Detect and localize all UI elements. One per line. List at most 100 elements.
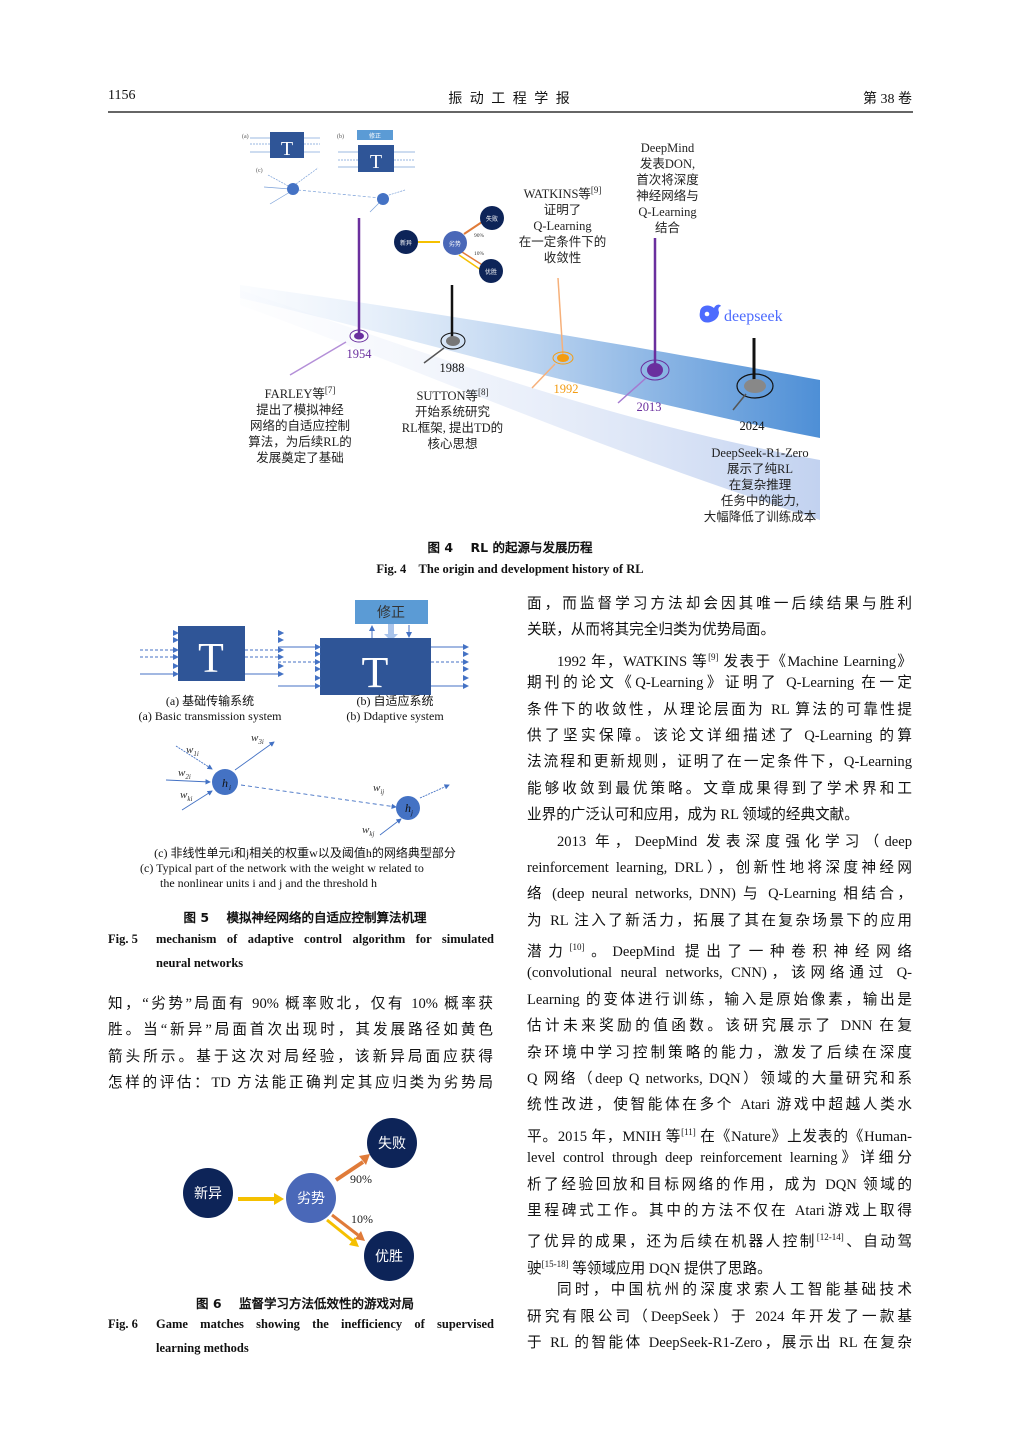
text-line: 杂环境中学习控制策略的能力，激发了后续在深度 (527, 1044, 912, 1061)
thumb-fig5: (a) T (b) 修正 T (c) (242, 130, 415, 213)
thumb-node-hi (287, 183, 299, 195)
fig6-caption-en-1: Game matches showing the inefficiency of… (156, 1317, 494, 1331)
label-w2i: w2i (178, 767, 191, 781)
fig5-caption-en-1: mechanism of adaptive control algorithm … (156, 932, 494, 946)
fig5-caption-cn: 图 5 模拟神经网络的自适应控制算法机理 (183, 910, 427, 925)
text-line: 业界的广泛认可和应用，成为 RL 领域的经典文献。 (527, 807, 859, 824)
label-wij: wij (373, 782, 384, 796)
svg-text:新异: 新异 (400, 239, 412, 247)
dot-1988 (446, 336, 460, 346)
ring-1988 (440, 332, 466, 350)
svg-text:90%: 90% (474, 233, 485, 239)
fig5b-adaptive-system: 修正 T (278, 600, 469, 697)
block-T-b (320, 638, 431, 695)
text-line: 估计未来奖励的值函数。该研究展示了 DNN 在复 (527, 1018, 912, 1035)
text-line: level control through deep reinforcement… (527, 1150, 912, 1167)
label-wkj: wkj (362, 824, 374, 838)
svg-text:修正: 修正 (369, 132, 381, 140)
node-lose (367, 1118, 417, 1168)
thumb-node-inferior (443, 231, 467, 255)
svg-text:h: h (405, 801, 411, 815)
fig6-caption-cn: 图 6 监督学习方法低效性的游戏对局 (196, 1296, 414, 1311)
ring-1992 (552, 351, 574, 365)
text-line: 潜力[10]。DeepMind 提出了一种卷积神经网络 (527, 942, 912, 960)
header-rule (108, 111, 913, 113)
thumb-node-win (479, 259, 503, 283)
arrow-inferior-lose (334, 1160, 365, 1182)
pointer-2013 (617, 377, 647, 404)
svg-text:修正: 修正 (377, 605, 405, 621)
pointer-1988 (423, 347, 445, 364)
fig6-caption-en-label: Fig. 6 (108, 1317, 138, 1331)
ring-2013 (640, 359, 670, 381)
thumb-node-hj (377, 193, 389, 205)
text-line: 统性改进，使智能体在多个 Atari 游戏中超越人类水 (527, 1097, 912, 1114)
whale-icon (699, 304, 721, 323)
fig5a-basic-system: T (140, 626, 284, 682)
text-line: 期刊的论文《Q-Learning》证明了 Q-Learning 在一定 (527, 675, 912, 692)
svg-text:i: i (229, 784, 231, 792)
svg-text:劣势: 劣势 (297, 1191, 325, 1207)
text-line: 面，而监督学习方法却会因其唯一后续结果与胜利 (527, 596, 912, 612)
node-hi (212, 769, 238, 795)
thumb-label-a: (a) (242, 133, 249, 140)
svg-text:h: h (222, 776, 228, 790)
deepseek-logo: deepseek (699, 304, 783, 325)
svg-text:优胜: 优胜 (485, 268, 497, 276)
label-w1i: w1i (186, 744, 199, 758)
year-2024: 2024 (740, 419, 766, 433)
svg-text:j: j (410, 809, 413, 817)
text-line: 平。2015 年，MNIH 等[11] 在《Nature》上发表的《Human- (527, 1126, 912, 1145)
fig4-caption-en: Fig. 4 The origin and development histor… (376, 562, 644, 576)
text-line: 关联，从而将其完全归类为优势局面。 (527, 622, 776, 639)
dot-2013 (647, 363, 663, 377)
thumb-label-c: (c) (256, 167, 263, 174)
svg-text:劣势: 劣势 (449, 240, 461, 248)
journal-title: 振 动 工 程 学 报 (448, 92, 572, 107)
node-hj (396, 796, 420, 820)
arrow-inferior-win-yellow (326, 1218, 354, 1243)
ring-2024 (736, 373, 774, 399)
timeline-band-upper (240, 285, 820, 438)
year-1988: 1988 (440, 361, 465, 375)
dot-1992 (557, 354, 569, 362)
svg-text:T: T (198, 636, 224, 682)
pointer-1954 (289, 341, 347, 376)
text-line: (convolutional neural networks, CNN)，该网络… (527, 965, 912, 982)
text-line: 里程碑式工作。其中的方法不仅在 Atari游戏上取得 (527, 1202, 912, 1219)
ring-1954 (349, 329, 369, 343)
fig5-diagram: T 修正 T (140, 600, 469, 838)
text-line: 为 RL 注入了新活力，拓展了其在复杂场景下的应用 (527, 912, 912, 929)
svg-text:deepseek: deepseek (724, 308, 783, 325)
thumb-block-b (358, 145, 394, 172)
arrow-inferior-win-orange (331, 1213, 359, 1237)
node-win (364, 1231, 414, 1281)
node-inferior (286, 1173, 336, 1223)
text-line: 析了经验回放和目标网络的作用，成为 DQN 领域的 (527, 1176, 912, 1193)
text-line: 于 RL 的智能体 DeepSeek-R1-Zero，展示出 RL 在复杂 (527, 1334, 912, 1351)
thumb-node-lose (480, 206, 504, 230)
svg-text:失败: 失败 (378, 1136, 406, 1152)
fig6-caption-en-2: learning methods (156, 1341, 249, 1355)
fig4-timeline: (a) T (b) 修正 T (c) 新异 劣势 失败 优胜 90 (240, 130, 820, 520)
dot-1954 (354, 332, 364, 340)
text-line: 研究有限公司（DeepSeek）于 2024 年开发了一款基 (527, 1308, 912, 1325)
text-line: 了优异的成果，还为后续在机器人控制[12-14]、自动驾 (527, 1232, 912, 1251)
left-paragraph: 知，“劣势”局面有 90% 概率败北，仅有 10% 概率获 胜。当“新异”局面首… (108, 996, 493, 1092)
text-line: Learning 的变体进行训练，输入是原始像素，输出是 (527, 991, 912, 1008)
dot-2024 (744, 379, 766, 393)
text-line: 条件下的收敛性，从理论层面为 RL 算法的可靠性提 (527, 701, 912, 718)
year-1992: 1992 (554, 382, 579, 396)
thumb-correction (357, 130, 393, 140)
text-line: 供了坚实保障。该论文详细描述了 Q-Learning 的算 (527, 727, 912, 744)
correction-block (355, 600, 428, 624)
block-T-a (178, 626, 245, 681)
text-line: 络 (deep neural networks, DNN) 与 Q-Learni… (527, 886, 912, 903)
thumb-node-novel (394, 230, 418, 254)
year-2013: 2013 (637, 400, 662, 414)
svg-text:优胜: 优胜 (375, 1249, 403, 1265)
thumb-label-b: (b) (337, 133, 344, 140)
pointer-1992 (531, 363, 556, 389)
